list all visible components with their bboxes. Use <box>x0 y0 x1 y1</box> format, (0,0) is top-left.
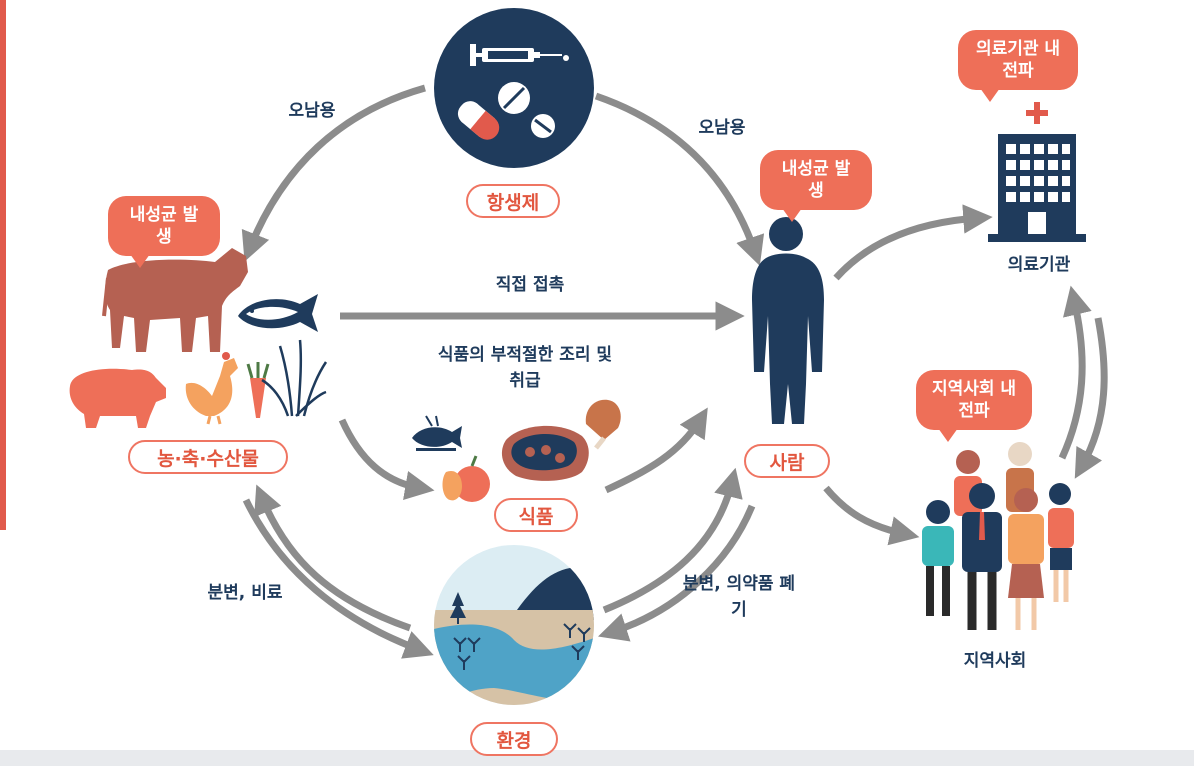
left-accent-bar <box>0 0 6 530</box>
pig-icon <box>69 368 166 428</box>
community-spread-bubble: 지역사회 내 전파 <box>916 370 1032 442</box>
arrow-community-to-hospital <box>1058 285 1092 460</box>
arrow-environment-to-agri <box>254 484 412 632</box>
waste-label: 분변, 의약품 폐기 <box>680 571 798 623</box>
arrow-antibiotic-to-person <box>594 92 765 266</box>
arrow-antibiotic-to-agri <box>241 84 426 262</box>
food-node: 식품 <box>494 498 578 532</box>
flow-arrows <box>241 84 1108 659</box>
community-icon <box>922 442 1074 630</box>
fruit-icon <box>442 455 490 502</box>
hospital-spread-bubble: 의료기관 내 전파 <box>958 30 1078 102</box>
bottom-strip <box>0 750 1194 766</box>
cow-icon <box>102 248 248 352</box>
person-node: 사람 <box>744 444 830 478</box>
resistance-bubble-agri: 내성균 발생 <box>108 196 220 268</box>
hospital-label: 의료기관 <box>1007 255 1071 275</box>
arrow-person-to-community <box>823 485 920 546</box>
arrow-food-to-person <box>604 407 708 494</box>
drumstick-icon <box>585 399 621 450</box>
arrow-hospital-to-community <box>1074 317 1108 479</box>
antibiotics-icon <box>434 8 594 168</box>
arrow-person-to-hospital <box>833 204 993 281</box>
improper-cooking-text: 식품의 부적절한 조리 및 취급 <box>437 345 613 391</box>
fish-on-plate-icon <box>412 415 462 451</box>
arrow-person-to-environment <box>598 504 756 642</box>
misuse-label-left: 오남용 <box>288 101 336 121</box>
arrow-agri-to-food <box>338 418 435 500</box>
meat-icon <box>501 425 589 481</box>
direct-contact-label: 직접 접촉 <box>495 275 565 295</box>
community-label: 지역사회 <box>963 651 1027 671</box>
agri-node: 농·축·수산물 <box>128 440 288 474</box>
environment-node: 환경 <box>470 722 558 756</box>
chicken-icon <box>185 352 238 425</box>
antibiotics-node: 항생제 <box>466 184 560 218</box>
person-icon <box>752 217 824 424</box>
resistance-bubble-person: 내성균 발생 <box>760 150 872 222</box>
arrow-environment-to-person <box>602 467 743 614</box>
misuse-label-right: 오남용 <box>698 118 746 138</box>
manure-label: 분변, 비료 <box>207 583 283 603</box>
environment-icon <box>434 545 594 705</box>
improper-cooking-label: 식품의 부적절한 조리 및 취급 <box>430 342 620 394</box>
fish-icon <box>238 294 318 332</box>
hospital-icon <box>988 102 1086 242</box>
waste-text: 분변, 의약품 폐기 <box>682 574 796 620</box>
arrow-agri-to-environment <box>242 498 434 659</box>
carrot-icon <box>246 362 270 418</box>
rice-icon <box>261 339 328 417</box>
